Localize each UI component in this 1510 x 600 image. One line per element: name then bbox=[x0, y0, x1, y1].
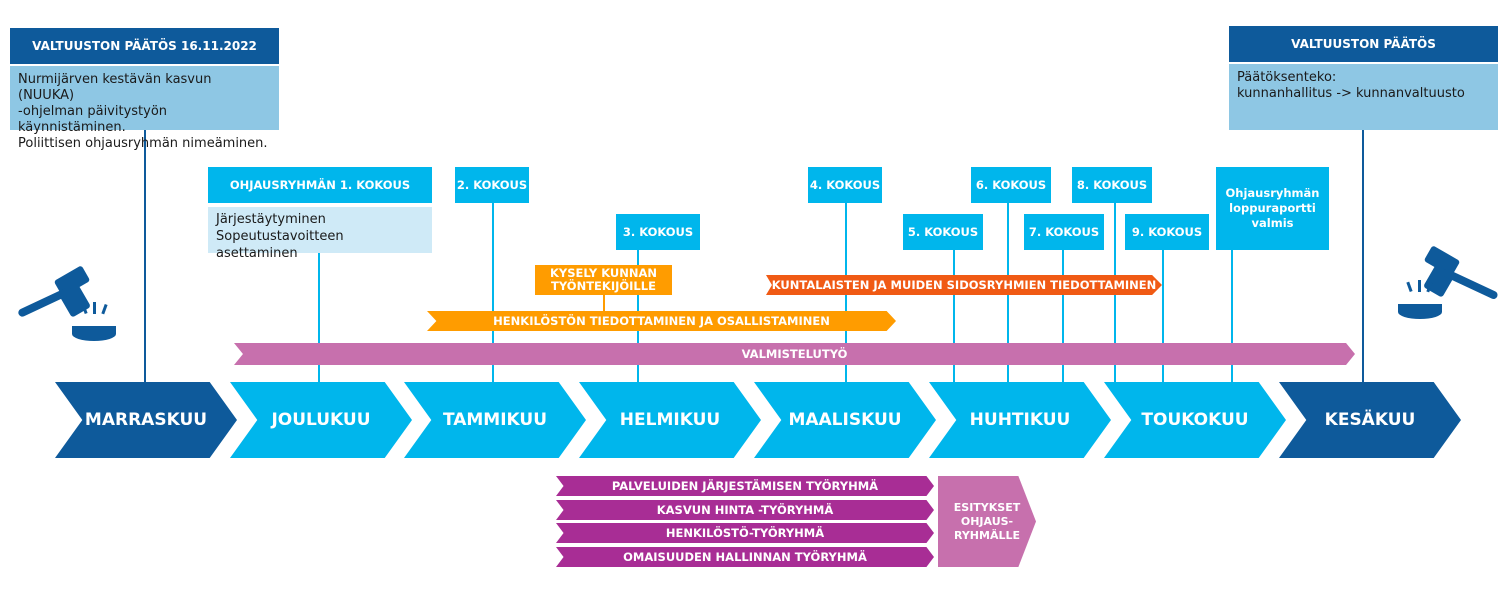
month-chevron: HELMIKUU bbox=[579, 382, 761, 458]
right-decision-line: Päätöksenteko: bbox=[1237, 70, 1337, 85]
final-report-line: valmis bbox=[1251, 216, 1294, 230]
proposals-to-steering-group: ESITYKSET OHJAUS- RYHMÄLLE bbox=[938, 476, 1036, 567]
month-chevron: TOUKOKUU bbox=[1104, 382, 1286, 458]
preparation-work-banner: VALMISTELUTYÖ bbox=[234, 343, 1355, 365]
connector-line bbox=[1162, 250, 1164, 382]
final-report-line: loppuraportti bbox=[1229, 201, 1316, 215]
left-decision-title: VALTUUSTON PÄÄTÖS 16.11.2022 bbox=[10, 28, 279, 64]
month-chevron: TAMMIKUU bbox=[404, 382, 586, 458]
workgroup-banner: KASVUN HINTA -TYÖRYHMÄ bbox=[556, 500, 934, 520]
proposals-line: OHJAUS- bbox=[960, 514, 1014, 528]
meeting-1-line: Järjestäytyminen bbox=[216, 212, 326, 227]
meeting-5: 5. KOKOUS bbox=[903, 214, 983, 250]
right-decision-title: VALTUUSTON PÄÄTÖS bbox=[1229, 26, 1498, 62]
survey-line: TYÖNTEKIJÖILLE bbox=[551, 279, 656, 293]
meeting-8: 8. KOKOUS bbox=[1072, 167, 1152, 203]
connector-line bbox=[1062, 250, 1064, 382]
month-chevron: MAALISKUU bbox=[754, 382, 936, 458]
left-decision-line: Nurmijärven kestävän kasvun (NUUKA) bbox=[18, 72, 212, 103]
right-decision-body: Päätöksenteko: kunnanhallitus -> kunnanv… bbox=[1229, 64, 1498, 130]
meeting-4: 4. KOKOUS bbox=[808, 167, 882, 203]
final-report-line: Ohjausryhmän bbox=[1225, 186, 1320, 200]
connector-line bbox=[1362, 130, 1364, 382]
meeting-6: 6. KOKOUS bbox=[971, 167, 1051, 203]
connector-line bbox=[1231, 250, 1233, 382]
meeting-1-title: OHJAUSRYHMÄN 1. KOKOUS bbox=[208, 167, 432, 203]
final-report-box: Ohjausryhmän loppuraportti valmis bbox=[1216, 167, 1329, 250]
gavel-icon bbox=[18, 266, 116, 341]
month-chevron: JOULUKUU bbox=[230, 382, 412, 458]
survey-line: KYSELY KUNNAN bbox=[549, 266, 658, 280]
month-chevron: HUHTIKUU bbox=[929, 382, 1111, 458]
connector-line bbox=[492, 203, 494, 382]
meeting-7: 7. KOKOUS bbox=[1024, 214, 1104, 250]
connector-line bbox=[603, 295, 605, 311]
left-decision-body: Nurmijärven kestävän kasvun (NUUKA) -ohj… bbox=[10, 66, 279, 151]
workgroup-banner: HENKILÖSTÖ-TYÖRYHMÄ bbox=[556, 523, 934, 543]
proposals-line: ESITYKSET bbox=[953, 500, 1021, 514]
month-chevron: KESÄKUU bbox=[1279, 382, 1461, 458]
connector-line bbox=[144, 130, 146, 382]
connector-line bbox=[953, 250, 955, 382]
left-decision-line: -ohjelman päivitystyön käynnistäminen. bbox=[18, 104, 168, 135]
proposals-line: RYHMÄLLE bbox=[953, 528, 1021, 542]
meeting-2: 2. KOKOUS bbox=[455, 167, 529, 203]
staff-communication-banner: HENKILÖSTÖN TIEDOTTAMINEN JA OSALLISTAMI… bbox=[427, 311, 896, 331]
left-decision-line: Poliittisen ohjausryhmän nimeäminen. bbox=[18, 136, 268, 151]
connector-line bbox=[318, 252, 320, 382]
meeting-3: 3. KOKOUS bbox=[616, 214, 700, 250]
month-chevron: MARRASKUU bbox=[55, 382, 237, 458]
meeting-1-line: Sopeutustavoitteen asettaminen bbox=[216, 229, 344, 261]
gavel-icon bbox=[1398, 246, 1498, 319]
survey-banner: KYSELY KUNNAN TYÖNTEKIJÖILLE bbox=[535, 265, 672, 295]
workgroup-banner: OMAISUUDEN HALLINNAN TYÖRYHMÄ bbox=[556, 547, 934, 567]
meeting-1-body: Järjestäytyminen Sopeutustavoitteen aset… bbox=[208, 207, 432, 261]
citizens-communication-banner: KUNTALAISTEN JA MUIDEN SIDOSRYHMIEN TIED… bbox=[766, 275, 1162, 295]
right-decision-line: kunnanhallitus -> kunnanvaltuusto bbox=[1237, 86, 1465, 101]
workgroup-banner: PALVELUIDEN JÄRJESTÄMISEN TYÖRYHMÄ bbox=[556, 476, 934, 496]
meeting-9: 9. KOKOUS bbox=[1125, 214, 1209, 250]
